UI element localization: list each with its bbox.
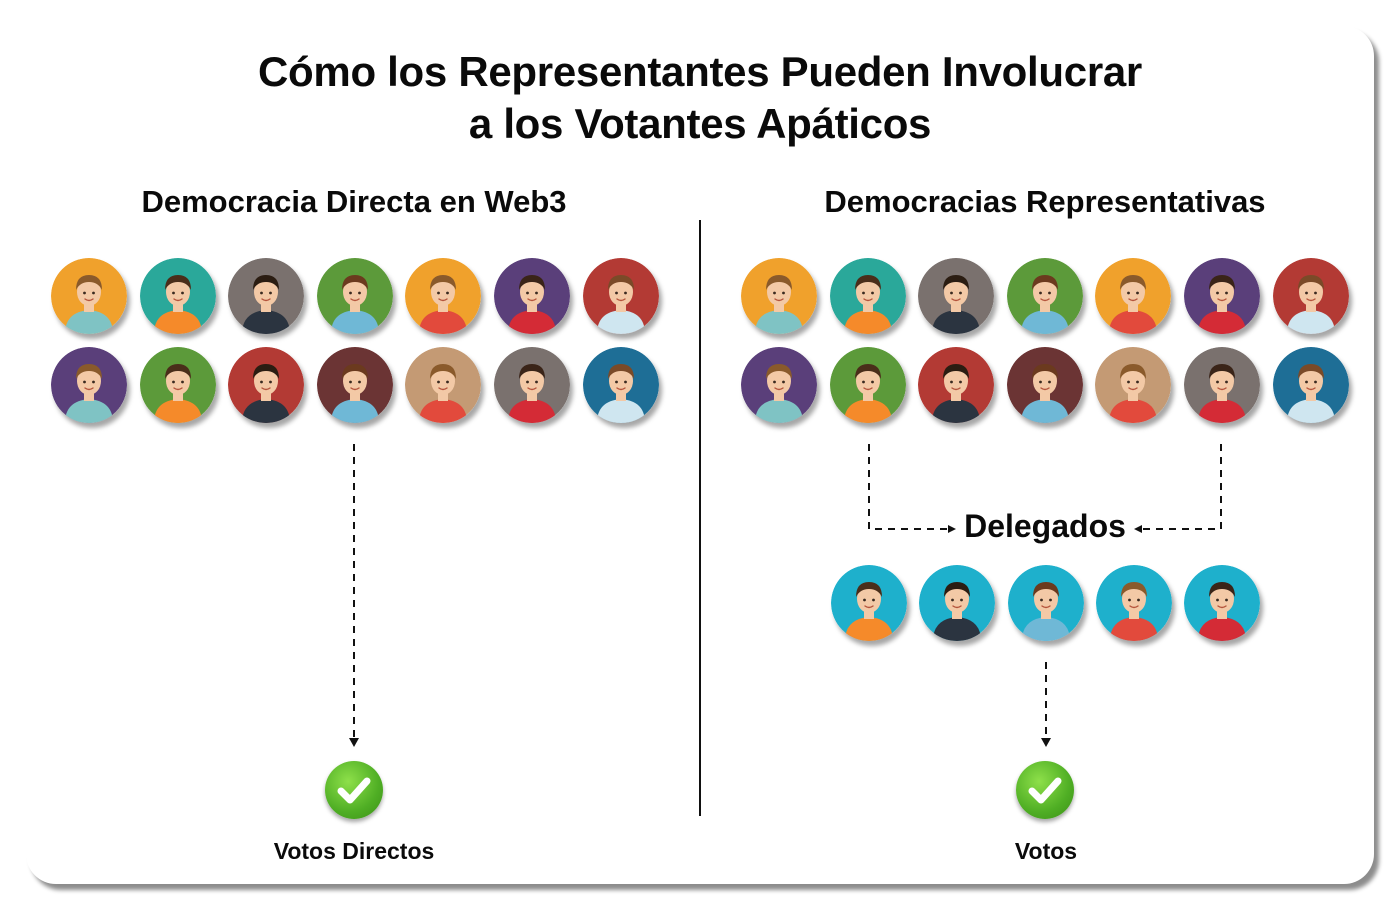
voter-avatar-icon <box>1184 258 1260 334</box>
voter-avatar-icon <box>1007 258 1083 334</box>
voter-avatar-icon <box>228 258 304 334</box>
representative-democracy-heading: Democracias Representativas <box>824 184 1266 219</box>
right-delegation-line <box>1140 444 1222 530</box>
delegate-vote-arrowhead <box>1041 738 1051 747</box>
voter-avatar-icon <box>140 258 216 334</box>
delegates-label: Delegados <box>964 508 1126 544</box>
voter-avatar-icon <box>918 258 994 334</box>
voter-avatar-icon <box>51 258 127 334</box>
title-line-2: a los Votantes Apáticos <box>468 100 932 147</box>
delegate-avatar-icon <box>831 565 907 641</box>
voter-avatar-icon <box>317 258 393 334</box>
voter-avatar-icon <box>583 347 659 423</box>
voter-avatar-icon <box>405 347 481 423</box>
voter-avatar-icon <box>1273 258 1349 334</box>
voter-avatar-icon <box>1095 347 1171 423</box>
check-circle-icon <box>1016 761 1074 819</box>
page-title: Cómo los Representantes Pueden Involucra… <box>0 46 1400 150</box>
voter-avatar-icon <box>1184 347 1260 423</box>
voter-avatar-icon <box>830 347 906 423</box>
check-circle-icon <box>325 761 383 819</box>
direct-votes-label: Votos Directos <box>273 838 435 864</box>
left-delegation-line <box>868 444 950 530</box>
section-divider <box>699 220 701 816</box>
voter-avatar-icon <box>741 347 817 423</box>
voter-avatar-icon <box>741 258 817 334</box>
delegate-avatar-icon <box>1008 565 1084 641</box>
voter-avatar-icon <box>51 347 127 423</box>
delegate-avatar-icon <box>1184 565 1260 641</box>
direct-vote-arrowhead <box>349 738 359 747</box>
voter-avatar-icon <box>1007 347 1083 423</box>
right-delegation-arrowhead <box>1134 525 1142 533</box>
voter-avatar-icon <box>494 347 570 423</box>
title-line-1: Cómo los Representantes Pueden Involucra… <box>258 48 1142 95</box>
voter-avatar-icon <box>1095 258 1171 334</box>
voter-avatar-icon <box>140 347 216 423</box>
voter-avatar-icon <box>583 258 659 334</box>
direct-democracy-heading: Democracia Directa en Web3 <box>141 184 567 219</box>
voter-avatar-icon <box>317 347 393 423</box>
delegate-avatar-icon <box>919 565 995 641</box>
left-delegation-arrowhead <box>948 525 956 533</box>
voter-avatar-icon <box>228 347 304 423</box>
delegate-avatar-icon <box>1096 565 1172 641</box>
voter-avatar-icon <box>405 258 481 334</box>
votes-label: Votos <box>1014 838 1078 864</box>
voter-avatar-icon <box>1273 347 1349 423</box>
voter-avatar-icon <box>918 347 994 423</box>
voter-avatar-icon <box>494 258 570 334</box>
voter-avatar-icon <box>830 258 906 334</box>
